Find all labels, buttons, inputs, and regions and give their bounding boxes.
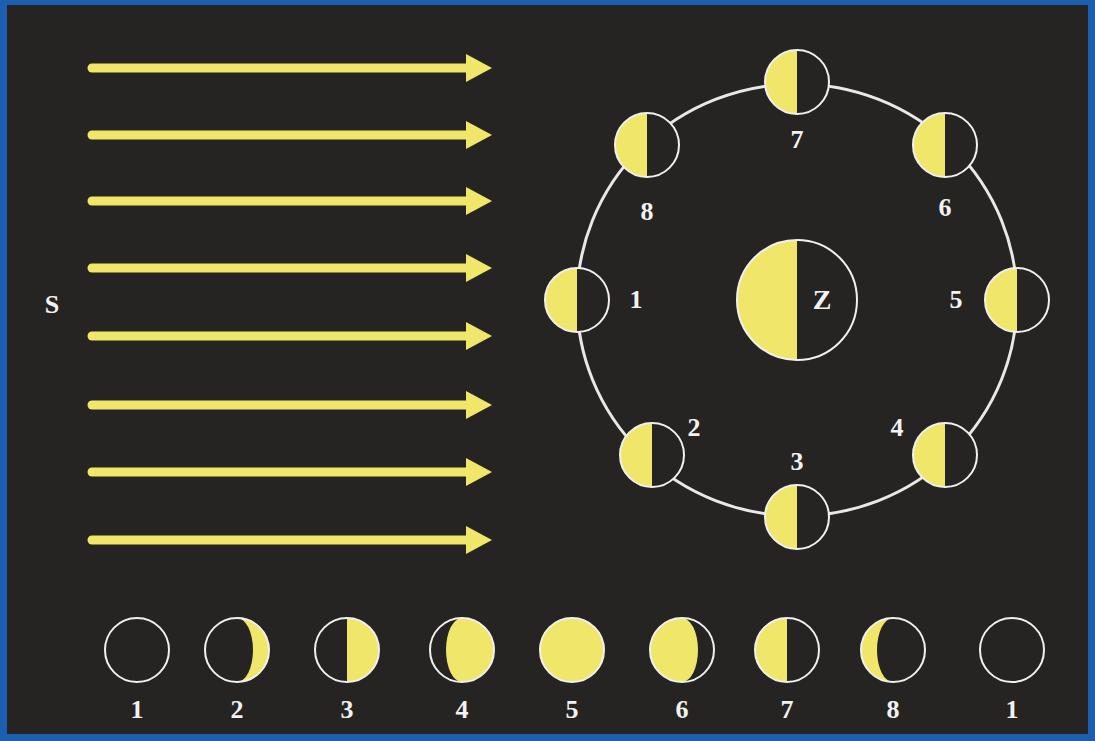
phase-number: 3 — [791, 449, 804, 475]
phase-number: 1 — [630, 287, 643, 313]
phase-number: 4 — [891, 415, 904, 441]
earth-label: Z — [813, 286, 832, 314]
phase-number: 8 — [641, 199, 654, 225]
phase-number: 6 — [676, 697, 689, 723]
earth-outline — [735, 238, 859, 362]
phase-number: 8 — [887, 697, 900, 723]
phase-number: 1 — [1006, 697, 1019, 723]
phase-number: 3 — [341, 697, 354, 723]
phase-number: 7 — [791, 127, 804, 153]
earth-circle: Z — [735, 238, 859, 362]
phase-number: 7 — [781, 697, 794, 723]
phase-number: 5 — [950, 287, 963, 313]
phase-number: 5 — [566, 697, 579, 723]
phase-number: 2 — [231, 697, 244, 723]
phase-number: 4 — [456, 697, 469, 723]
phase-number: 2 — [688, 415, 701, 441]
phase-number: 1 — [131, 697, 144, 723]
phase-number: 6 — [939, 195, 952, 221]
sun-label: S — [45, 292, 59, 318]
